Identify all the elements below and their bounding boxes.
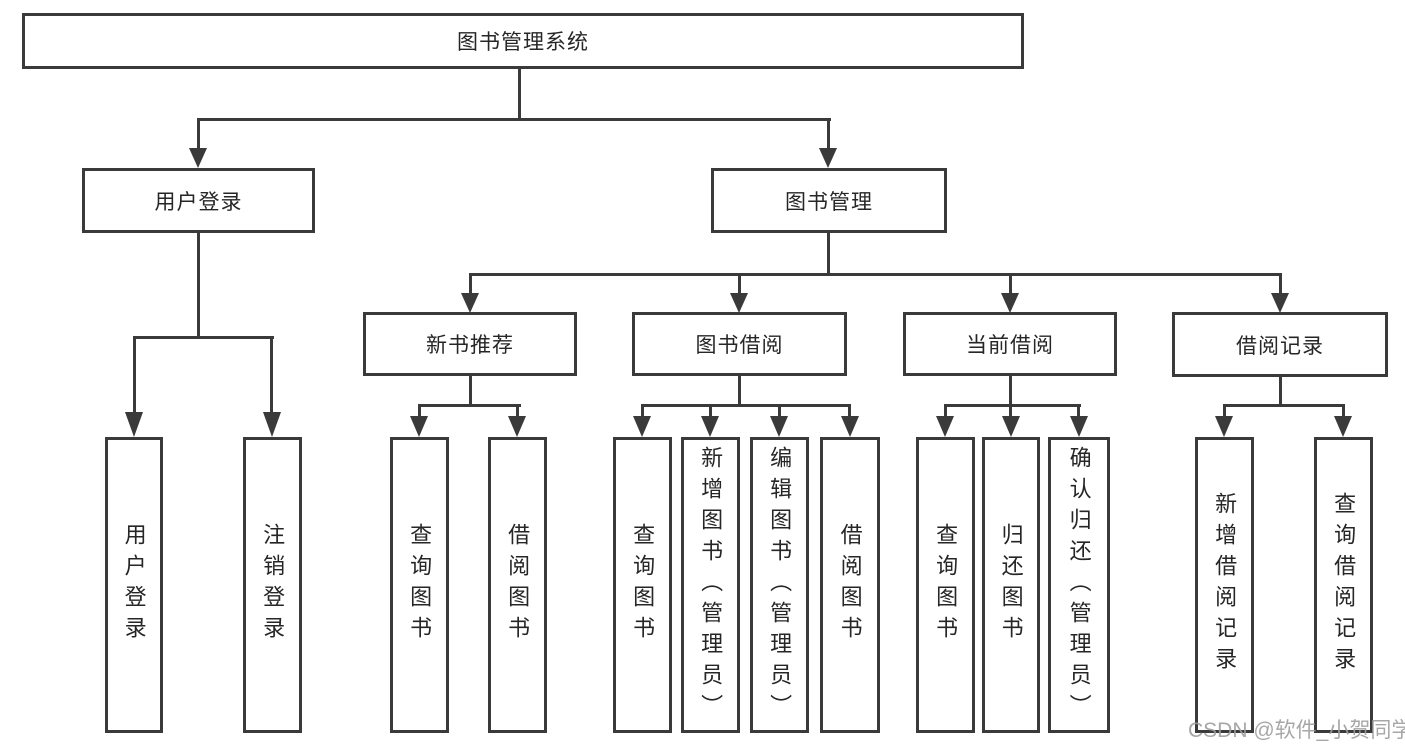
arrow-down-icon	[1001, 293, 1019, 313]
connector-to-user-login	[197, 118, 200, 151]
connector-group-branch	[418, 404, 521, 407]
arrow-down-icon	[125, 412, 143, 437]
arrow-down-icon	[819, 148, 837, 168]
connector-to-leaf-logout	[270, 336, 273, 414]
leaf-user-login-label: 用户登录	[121, 523, 147, 647]
leaf-borrow-borrow-books: 借阅图书	[820, 437, 880, 733]
arrow-down-icon	[1215, 416, 1233, 437]
node-book-borrow: 图书借阅	[632, 312, 847, 376]
connector-group-stem	[1279, 377, 1282, 407]
leaf-current-return-books-label: 归还图书	[998, 523, 1024, 647]
connector-to-current-borrow	[1009, 273, 1012, 295]
connector-to-leaf	[1009, 404, 1012, 418]
arrow-down-icon	[730, 293, 748, 313]
node-root: 图书管理系统	[22, 13, 1024, 69]
connector-root-stem	[518, 69, 521, 119]
leaf-borrow-add-books-admin: 新增图书（管理员）	[681, 437, 740, 733]
leaf-borrow-add-books-admin-label: 新增图书（管理员）	[698, 445, 724, 725]
arrow-down-icon	[1002, 416, 1020, 437]
node-root-label: 图书管理系统	[457, 31, 589, 54]
connector-to-leaf-user-login	[133, 336, 136, 414]
node-new-book-recommend-label: 新书推荐	[426, 334, 514, 357]
leaf-current-confirm-return-admin: 确认归还（管理员）	[1048, 437, 1110, 733]
connector-to-leaf	[1223, 404, 1226, 418]
leaf-current-query-books: 查询图书	[916, 437, 975, 733]
node-book-borrow-label: 图书借阅	[695, 334, 784, 357]
connector-to-leaf	[1077, 404, 1080, 418]
connector-to-leaf	[848, 404, 851, 418]
node-new-book-recommend: 新书推荐	[363, 312, 577, 376]
arrow-down-icon	[410, 416, 428, 437]
connector-to-leaf	[516, 404, 519, 418]
node-book-management: 图书管理	[711, 168, 947, 233]
node-user-login-label: 用户登录	[154, 190, 243, 214]
connector-to-borrow-records	[1279, 273, 1282, 295]
leaf-records-query-record: 查询借阅记录	[1314, 437, 1373, 733]
leaf-borrow-query-books: 查询图书	[613, 437, 672, 733]
leaf-records-add-record: 新增借阅记录	[1195, 437, 1254, 733]
connector-group-branch	[1223, 404, 1345, 407]
connector-group-stem	[469, 376, 472, 407]
arrow-down-icon	[936, 416, 954, 437]
arrow-down-icon	[508, 416, 526, 437]
leaf-records-query-record-label: 查询借阅记录	[1331, 492, 1357, 678]
leaf-borrow-query-books-label: 查询图书	[630, 523, 656, 647]
arrow-down-icon	[1271, 293, 1289, 313]
node-current-borrow-label: 当前借阅	[966, 334, 1054, 357]
connector-user-login-branch	[133, 336, 274, 339]
connector-to-leaf	[418, 404, 421, 418]
node-book-management-label: 图书管理	[785, 190, 873, 214]
arrow-down-icon	[701, 416, 719, 437]
connector-user-login-stem	[197, 232, 200, 339]
connector-to-leaf	[778, 404, 781, 418]
leaf-logout-label: 注销登录	[260, 523, 286, 647]
leaf-newbook-query-books: 查询图书	[390, 437, 449, 733]
leaf-borrow-borrow-books-label: 借阅图书	[837, 523, 863, 647]
node-user-login: 用户登录	[82, 168, 315, 233]
connector-to-leaf	[944, 404, 947, 418]
watermark: CSDN @软件_小贺同学	[1188, 719, 1405, 742]
node-borrow-records-label: 借阅记录	[1236, 334, 1324, 358]
arrow-down-icon	[770, 416, 788, 437]
arrow-down-icon	[841, 416, 859, 437]
connector-to-leaf	[641, 404, 644, 418]
connector-level3-branch	[469, 273, 1282, 276]
leaf-records-add-record-label: 新增借阅记录	[1212, 492, 1238, 678]
arrow-down-icon	[189, 148, 207, 168]
leaf-newbook-borrow-books: 借阅图书	[488, 437, 547, 733]
node-current-borrow: 当前借阅	[903, 312, 1117, 376]
leaf-borrow-edit-books-admin-label: 编辑图书（管理员）	[767, 445, 793, 725]
leaf-user-login: 用户登录	[105, 437, 163, 733]
arrow-down-icon	[633, 416, 651, 437]
connector-to-leaf	[709, 404, 712, 418]
leaf-borrow-edit-books-admin: 编辑图书（管理员）	[750, 437, 809, 733]
connector-group-branch	[641, 404, 851, 407]
leaf-current-query-books-label: 查询图书	[933, 523, 959, 647]
leaf-current-return-books: 归还图书	[982, 437, 1040, 733]
node-borrow-records: 借阅记录	[1172, 312, 1388, 377]
leaf-newbook-query-books-label: 查询图书	[407, 523, 433, 647]
connector-to-new-book-recommend	[469, 273, 472, 295]
connector-book-management-stem	[827, 233, 830, 276]
leaf-current-confirm-return-admin-label: 确认归还（管理员）	[1066, 445, 1092, 725]
leaf-newbook-borrow-books-label: 借阅图书	[505, 523, 531, 647]
arrow-down-icon	[461, 293, 479, 313]
connector-to-book-management	[827, 118, 830, 151]
arrow-down-icon	[1070, 416, 1088, 437]
connector-to-leaf	[1342, 404, 1345, 418]
arrow-down-icon	[263, 412, 281, 437]
connector-group-branch	[944, 404, 1081, 407]
connector-group-stem	[1009, 376, 1012, 407]
leaf-logout: 注销登录	[243, 437, 302, 733]
connector-group-stem	[738, 376, 741, 407]
connector-to-book-borrow	[738, 273, 741, 295]
connector-level1-branch	[197, 118, 831, 121]
arrow-down-icon	[1334, 416, 1352, 437]
